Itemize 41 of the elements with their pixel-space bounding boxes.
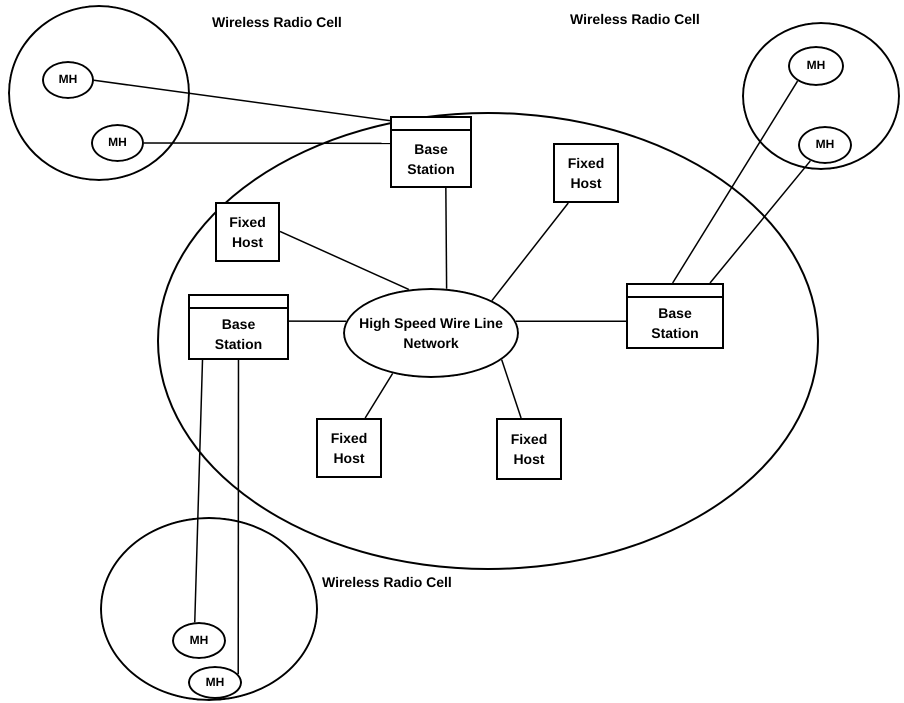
connector-line [280,230,410,290]
base-station-box [390,116,472,188]
mobile-host-ellipse [798,126,852,164]
node-label: High Speed Wire Line Network [358,314,504,353]
node-label: MH [190,632,208,649]
connector-line [672,80,798,284]
fixed-host-box [215,202,280,262]
mobile-host-ellipse [42,61,94,99]
connector-line [194,360,204,622]
cell-label: Wireless Radio Cell [570,11,700,27]
base-station-box [188,294,289,360]
node-label: Fixed Host [510,430,548,469]
node-label: Fixed Host [228,212,267,252]
node-label: Base Station [650,304,700,343]
node-label: Fixed Host [330,428,368,468]
connector-line [501,360,522,418]
connector-line [364,373,394,418]
node-label: MH [58,71,78,88]
connector-line [709,160,811,284]
node-label: MH [206,674,224,691]
connector-line [237,360,240,674]
node-label: Fixed Host [566,154,606,193]
connector-line [516,320,626,322]
connector-line [94,80,390,122]
connector-line [445,188,448,289]
base-station-box [626,283,724,349]
connector-line [491,202,569,301]
connector-line [144,142,390,144]
node-label: MH [108,134,127,152]
node-label: Base Station [406,140,456,179]
mobile-host-ellipse [188,666,242,699]
node-label: Base Station [214,314,264,354]
cell-label: Wireless Radio Cell [212,14,342,30]
fixed-host-box [496,418,562,480]
connector-line [289,320,346,322]
node-label: MH [806,57,826,74]
fixed-host-box [316,418,382,478]
mobile-host-ellipse [91,124,144,162]
node-label: MH [816,136,834,154]
cell-label: Wireless Radio Cell [322,574,452,590]
fixed-host-box [553,143,619,203]
